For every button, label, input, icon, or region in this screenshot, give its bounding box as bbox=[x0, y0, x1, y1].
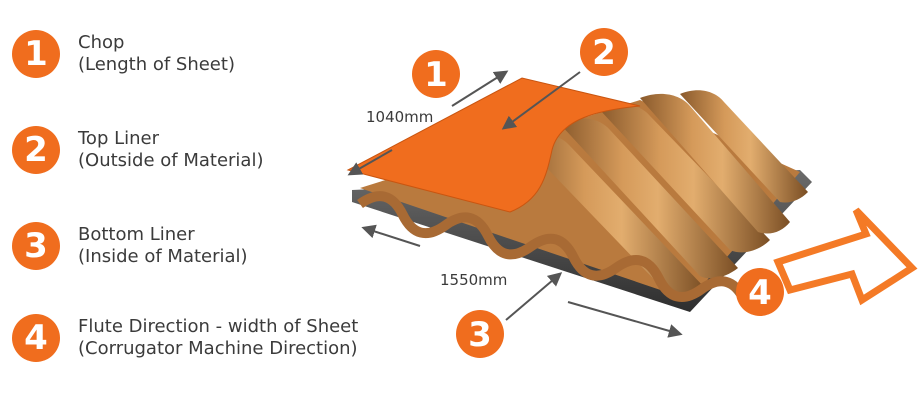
legend-item-flute-direction: 4 Flute Direction - width of Sheet (Corr… bbox=[12, 314, 358, 362]
legend: 1 Chop (Length of Sheet) 2 Top Liner (Ou… bbox=[0, 0, 400, 400]
width-arrow-right bbox=[567, 301, 683, 338]
callout-badge-3: 3 bbox=[456, 310, 504, 358]
legend-text: Bottom Liner (Inside of Material) bbox=[78, 224, 248, 268]
callout-3-pointer bbox=[505, 272, 563, 321]
length-arrow-up bbox=[451, 70, 509, 107]
legend-subtitle: (Inside of Material) bbox=[78, 246, 248, 267]
number-badge: 3 bbox=[12, 222, 60, 270]
callout-badge-1: 1 bbox=[412, 50, 460, 98]
legend-item-chop: 1 Chop (Length of Sheet) bbox=[12, 30, 235, 78]
width-dimension-label: 1550mm bbox=[440, 271, 507, 289]
flutes bbox=[357, 90, 808, 303]
legend-item-top-liner: 2 Top Liner (Outside of Material) bbox=[12, 126, 263, 174]
number-badge: 1 bbox=[12, 30, 60, 78]
svg-text:1: 1 bbox=[424, 55, 448, 95]
svg-text:4: 4 bbox=[748, 273, 772, 313]
legend-text: Chop (Length of Sheet) bbox=[78, 32, 235, 76]
number-badge: 2 bbox=[12, 126, 60, 174]
length-arrow-down bbox=[347, 149, 393, 176]
legend-text: Flute Direction - width of Sheet (Corrug… bbox=[78, 316, 358, 360]
length-dimension-label: 1040mm bbox=[366, 108, 433, 126]
legend-text: Top Liner (Outside of Material) bbox=[78, 128, 263, 172]
legend-title: Top Liner bbox=[78, 128, 160, 149]
legend-item-bottom-liner: 3 Bottom Liner (Inside of Material) bbox=[12, 222, 248, 270]
callout-2-pointer bbox=[501, 71, 581, 130]
callout-badge-2: 2 bbox=[580, 28, 628, 76]
legend-title: Bottom Liner bbox=[78, 224, 195, 245]
callout-badge-4: 4 bbox=[736, 268, 784, 316]
svg-text:3: 3 bbox=[468, 315, 492, 355]
legend-subtitle: (Outside of Material) bbox=[78, 150, 264, 171]
width-arrow-left bbox=[361, 224, 421, 247]
legend-subtitle: (Length of Sheet) bbox=[78, 54, 235, 75]
legend-title: Flute Direction - width of Sheet bbox=[78, 316, 359, 337]
legend-title: Chop bbox=[78, 32, 125, 53]
svg-text:2: 2 bbox=[592, 33, 616, 73]
flute-direction-arrow bbox=[773, 207, 918, 306]
legend-subtitle: (Corrugator Machine Direction) bbox=[78, 338, 358, 359]
number-badge: 4 bbox=[12, 314, 60, 362]
top-liner bbox=[346, 77, 641, 213]
